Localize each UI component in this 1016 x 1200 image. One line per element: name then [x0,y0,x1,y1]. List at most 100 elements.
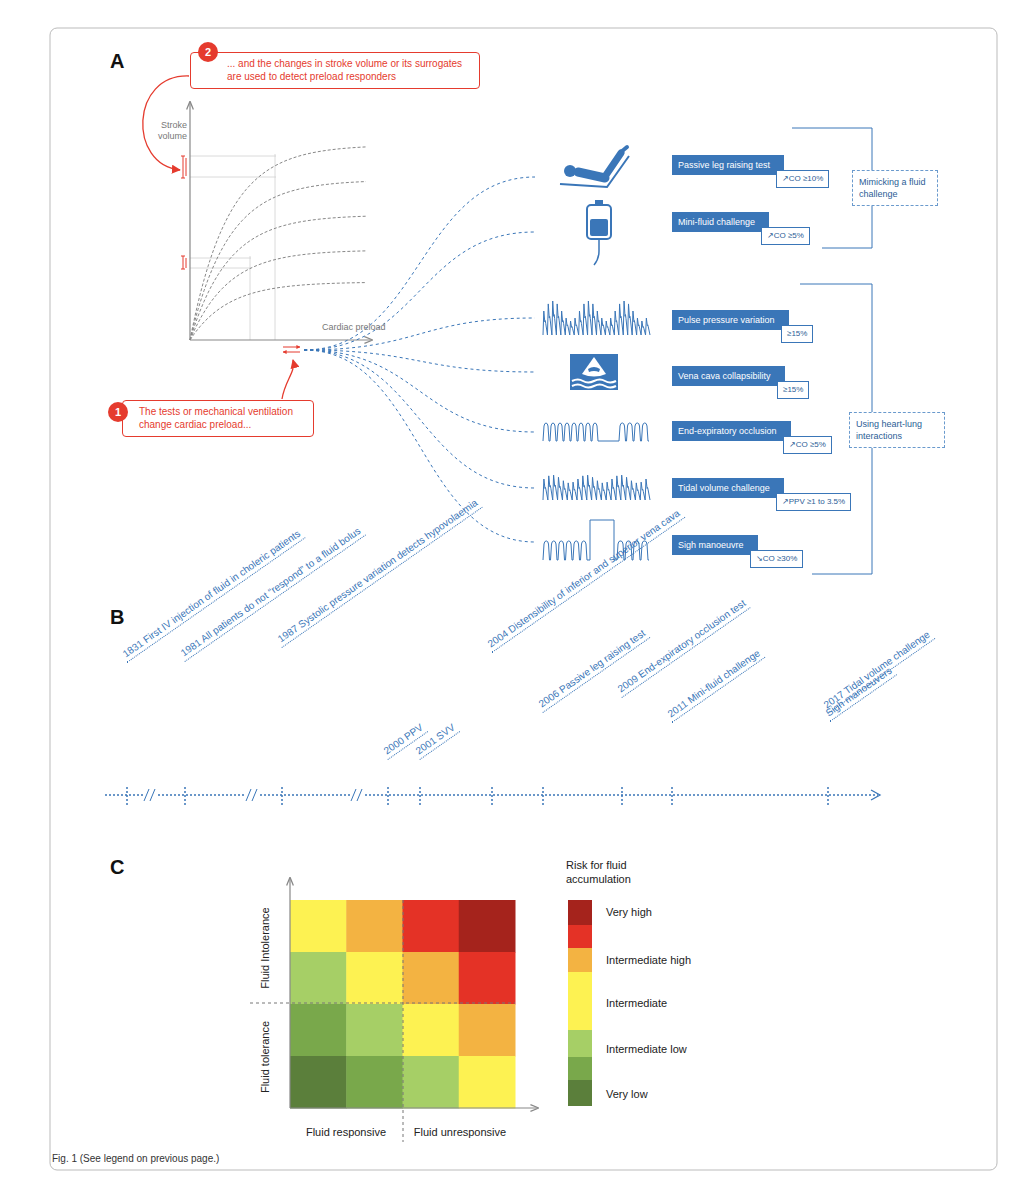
legend-text: Very high [606,905,652,919]
test-box: Sigh manoeuvre [672,535,758,555]
node-text: Vena cava collapsibility [678,370,771,382]
threshold-box: ↗CO ≥5% [783,436,832,454]
risk-cell [403,952,460,1005]
threshold-box: ↗PPV ≥1 to 3.5% [776,493,851,511]
callout-arrow [282,360,294,399]
legend-text: Intermediate low [606,1042,687,1056]
risk-cell [403,900,460,953]
fan-line [304,350,535,488]
panel-letter: C [110,856,124,878]
risk-cell [459,900,516,953]
axis-label: Fluid unresponsive [414,1126,506,1139]
fan-line [304,318,535,350]
node-text: ↗CO ≥5% [789,440,826,450]
risk-cell [346,1056,403,1109]
risk-cell [346,952,403,1005]
legend-swatch [568,948,592,972]
node-text: Pulse pressure variation [678,314,775,326]
callout-number: 2 [198,42,218,62]
test-fan-lines [304,177,535,542]
timeline-tick [387,787,389,806]
fan-line [304,232,535,350]
threshold-box: ↘CO ≥30% [750,550,803,568]
callout-box: ... and the changes in stroke volume or … [190,52,480,89]
waveform [543,475,650,500]
legend-swatch [568,972,592,1030]
timeline-event: 2017 Tidal volume challenge [820,627,935,713]
legend-bar [568,900,592,1106]
axis-label: Fluid responsive [306,1126,386,1139]
threshold-box: ↗CO ≥10% [776,170,829,188]
figure-frame [50,28,997,1170]
node-text: ↗CO ≥5% [767,231,804,241]
risk-cell [290,1056,347,1109]
risk-cell [290,1004,347,1057]
panel-letter: A [110,50,124,72]
axis-label: Cardiac preload [322,322,386,333]
legend-swatch [568,1080,592,1106]
axis-label: Fluid Intolerance [259,907,272,988]
group-box: Using heart-lung interactions [849,412,945,448]
test-box: End-expiratory occlusion [672,421,791,441]
test-box: Vena cava collapsibility [672,366,785,386]
risk-cell [346,900,403,953]
threshold-box: ≥15% [781,325,813,343]
node-text: ... and the changes in stroke volume or … [227,58,471,83]
node-text: ≥15% [787,329,807,339]
timeline-tick [542,787,544,806]
timeline-tick [281,787,283,806]
node-text: End-expiratory occlusion [678,425,777,437]
node-text: ↗CO ≥10% [782,174,823,184]
timeline-event: 2006 Passive leg raising test [535,626,651,713]
risk-cell [290,952,347,1005]
risk-cell [346,1004,403,1057]
stroke-volume-change-marks [181,156,186,269]
risk-cell [459,1056,516,1109]
timeline-tick [671,787,673,806]
figure-caption: Fig. 1 (See legend on previous page.) [52,1153,219,1165]
node-text: ≥15% [783,385,803,395]
legend-band [568,1057,592,1080]
legend-title: Risk for fluid accumulation [566,858,676,886]
waveform [543,301,650,335]
fluid-bag-icon [587,200,611,265]
y-axis [189,102,190,340]
threshold-box: ↗CO ≥5% [761,227,810,245]
ultrasound-icon [570,354,618,390]
node-text: Passive leg raising test [678,159,770,171]
legend-text: Intermediate high [606,953,691,967]
waveform [543,423,649,441]
timeline-tick [827,787,829,806]
preload-curve [190,216,366,340]
node-text: ↗PPV ≥1 to 3.5% [782,497,845,507]
axis-label: Fluid tolerance [259,1021,272,1093]
test-box: Mini-fluid challenge [672,212,769,232]
timeline-tick [184,787,186,806]
callout-box: The tests or mechanical ventilation chan… [122,400,314,437]
test-box: Tidal volume challenge [672,478,784,498]
fan-line [304,350,535,372]
fan-line [304,350,535,542]
node-text: Sigh manoeuvre [678,539,744,551]
preload-curve [190,182,366,340]
matrix-axes [250,878,538,1142]
node-text: Tidal volume challenge [678,482,770,494]
legend-text: Very low [606,1087,648,1101]
leg-raising-icon [560,147,629,187]
frank-starling-chart [143,76,372,399]
node-text: Using heart-lung interactions [856,418,938,442]
timeline-tick [621,787,623,806]
legend-swatch [568,900,592,925]
axis-label: Stroke volume [151,120,187,142]
preload-curve [190,147,366,340]
callout-arrow [143,76,189,170]
waveform-icons [543,301,650,560]
preload-curves [190,147,366,340]
legend-band [568,925,592,948]
preload-change-mark [283,352,300,353]
node-text: The tests or mechanical ventilation chan… [139,406,305,431]
timeline-event: 2004 Distensibility of inferior and supe… [484,507,685,654]
legend-text: Intermediate [606,996,667,1010]
risk-cell [403,1004,460,1057]
test-box: Passive leg raising test [672,155,784,175]
